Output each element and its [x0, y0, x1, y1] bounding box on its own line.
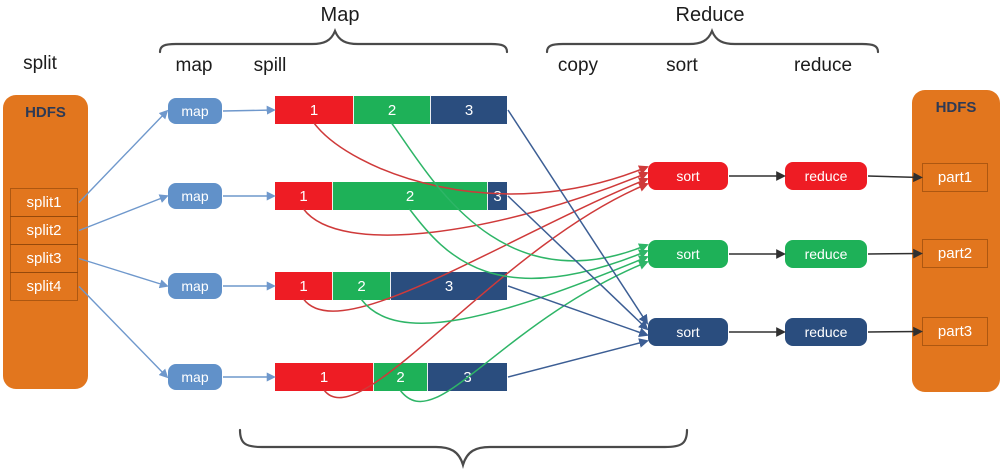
edge-bar1-to-sort3 — [507, 109, 649, 325]
reduce-stage-label: Reduce — [675, 4, 745, 26]
map-task-4: map — [168, 364, 222, 390]
spill-segment: 1 — [275, 363, 373, 391]
spill-segment: 1 — [275, 272, 332, 300]
segment-label: 3 — [464, 101, 474, 119]
part1-cell: part1 — [922, 163, 988, 192]
spill-bar-2: 1 2 3 — [275, 182, 507, 210]
edge-split3-to-map3 — [78, 257, 169, 289]
split1-cell: split1 — [10, 188, 78, 217]
sort-box-3: sort — [648, 318, 728, 346]
spill-bar-4: 1 2 3 — [275, 363, 507, 391]
reduce-column-label: reduce — [793, 55, 853, 76]
edge-map1-to-bar1 — [222, 105, 276, 115]
edge-split4-to-map4 — [78, 286, 169, 379]
reduce-box-3: reduce — [785, 318, 867, 346]
map-stage-label: Map — [320, 4, 360, 26]
segment-label: 3 — [493, 187, 502, 205]
segment-label: 2 — [387, 101, 397, 119]
split4-cell: split4 — [10, 272, 78, 301]
hdfs-left-column: HDFS — [3, 95, 88, 389]
spill-segment: 2 — [353, 96, 430, 124]
part2-cell: part2 — [922, 239, 988, 268]
edge-bar3-to-sort3 — [507, 285, 649, 338]
sort-box-1: sort — [648, 162, 728, 190]
segment-label: 2 — [405, 187, 415, 205]
segment-label: 2 — [357, 277, 366, 295]
split3-cell: split3 — [10, 244, 78, 273]
segment-label: 1 — [319, 368, 329, 386]
edge-bar2-to-sort3 — [507, 195, 649, 331]
segment-label: 1 — [299, 277, 308, 295]
map-stage-brace — [158, 28, 509, 54]
spill-segment: 3 — [430, 96, 507, 124]
reduce-box-1: reduce — [785, 162, 867, 190]
split2-cell: split2 — [10, 216, 78, 245]
spill-column-label: spill — [253, 55, 287, 76]
segment-label: 1 — [299, 187, 308, 205]
map-column-label: map — [175, 55, 213, 76]
part3-cell: part3 — [922, 317, 988, 346]
segment-label: 3 — [463, 368, 472, 386]
hdfs-right-column: HDFS — [912, 90, 1000, 392]
shuffle-brace — [238, 428, 689, 469]
spill-bar-1: 1 2 3 — [275, 96, 507, 124]
reduce-stage-brace — [545, 28, 880, 54]
map-task-3: map — [168, 273, 222, 299]
spill-segment: 1 — [275, 182, 332, 210]
edge-split1-to-map1 — [78, 109, 169, 203]
hdfs-right-title: HDFS — [935, 99, 977, 116]
map-task-1: map — [168, 98, 222, 124]
spill-bar-3: 1 2 3 — [275, 272, 507, 300]
map-task-2: map — [168, 183, 222, 209]
spill-segment: 3 — [427, 363, 507, 391]
segment-label: 3 — [444, 277, 454, 295]
sort-column-label: sort — [666, 55, 698, 76]
spill-segment: 2 — [332, 182, 487, 210]
spill-segment: 3 — [390, 272, 507, 300]
split-column-label: split — [23, 53, 57, 74]
edge-bar4-to-sort3 — [507, 338, 649, 378]
copy-column-label: copy — [557, 55, 599, 76]
segment-label: 1 — [309, 101, 319, 119]
spill-segment: 2 — [332, 272, 390, 300]
edge-seg-g2-to-sort2 — [408, 208, 649, 280]
spill-segment: 2 — [373, 363, 427, 391]
reduce-box-2: reduce — [785, 240, 867, 268]
edge-split2-to-map2 — [78, 194, 169, 232]
segment-label: 2 — [396, 368, 405, 386]
sort-box-2: sort — [648, 240, 728, 268]
spill-segment: 1 — [275, 96, 353, 124]
hdfs-left-title: HDFS — [25, 104, 66, 121]
spill-segment: 3 — [487, 182, 507, 210]
